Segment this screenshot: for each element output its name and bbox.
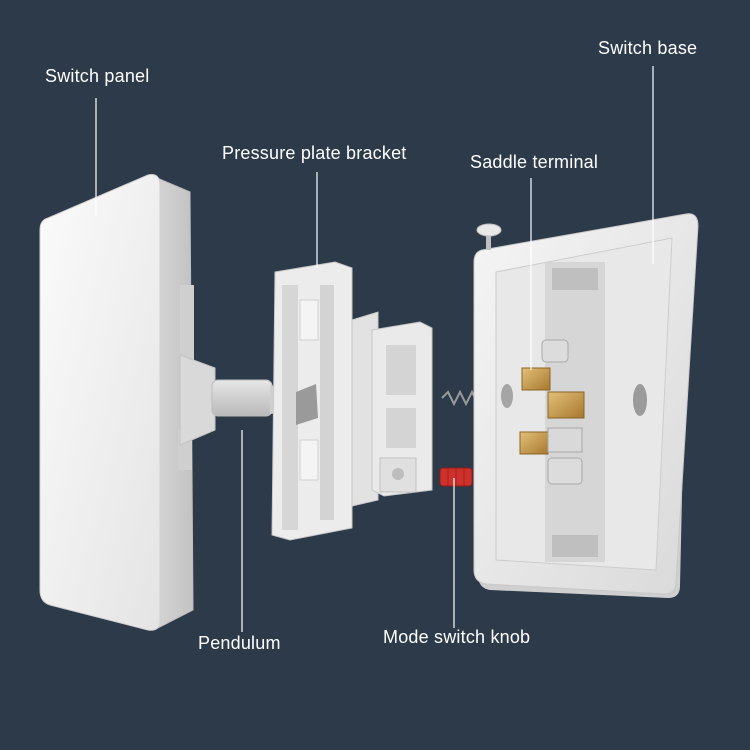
label-pendulum: Pendulum [198,633,281,653]
label-switch-base: Switch base [598,38,698,58]
pressure-plate-bracket-part [271,261,433,541]
label-switch-panel: Switch panel [45,66,150,86]
saddle-terminal-part [519,339,585,485]
label-saddle-terminal: Saddle terminal [470,152,599,172]
switch-panel-part [39,174,194,631]
switch-base-part [473,213,699,598]
label-mode-switch-knob: Mode switch knob [383,627,531,647]
label-pressure-plate-bracket: Pressure plate bracket [222,143,407,163]
leader-lines [95,66,654,632]
